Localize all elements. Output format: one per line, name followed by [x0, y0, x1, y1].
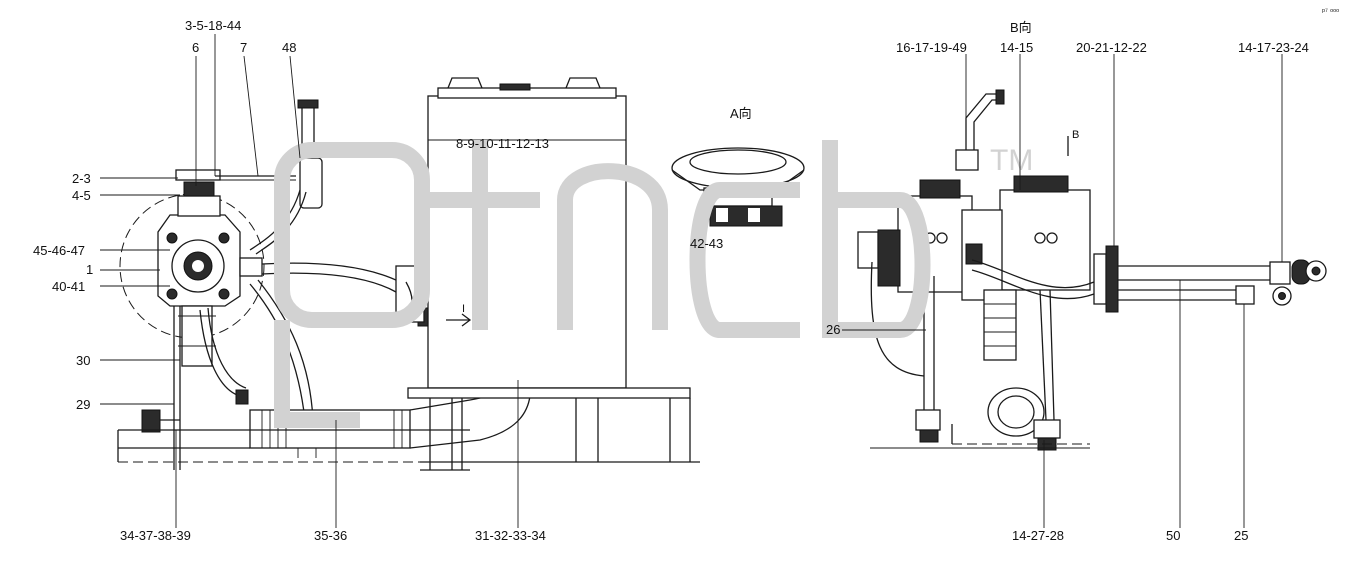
- pump-flywheel-assembly: [119, 169, 265, 470]
- callout-4-5: 4-5: [72, 188, 91, 203]
- callout-view-a: A向: [730, 106, 752, 121]
- double-pump-assembly: [857, 89, 1327, 451]
- callout-45-46-47: 45-46-47: [33, 243, 85, 258]
- direction-mark-b: B: [1072, 129, 1079, 141]
- callout-16-17-19-49: 16-17-19-49: [896, 40, 967, 55]
- callout-34-37-38-39: 34-37-38-39: [120, 528, 191, 543]
- callout-26: 26: [826, 322, 840, 337]
- callout-8-13: 8-9-10-11-12-13: [456, 136, 549, 151]
- callout-30: 30: [76, 353, 90, 368]
- callout-view-b: B向: [1010, 20, 1032, 35]
- callout-3-5-18-44: 3-5-18-44: [185, 18, 241, 33]
- hydraulic-tank: [395, 77, 700, 471]
- watermark-mark: TM: [990, 144, 1033, 177]
- callout-2-3: 2-3: [72, 171, 91, 186]
- callout-14-27-28: 14-27-28: [1012, 528, 1064, 543]
- leader-lines: [100, 34, 1283, 528]
- callout-20-21-12-22: 20-21-12-22: [1076, 40, 1147, 55]
- watermark: TM: [274, 140, 1033, 428]
- section-mark-i: I: [462, 303, 465, 315]
- callout-1: 1: [86, 262, 93, 277]
- callout-14-15: 14-15: [1000, 40, 1033, 55]
- callout-35-36: 35-36: [314, 528, 347, 543]
- callout-6: 6: [192, 40, 199, 55]
- callout-48: 48: [282, 40, 296, 55]
- callout-labels: 3-5-18-44 6 7 48 2-3 4-5 45-46-47 1 40-4…: [33, 7, 1339, 543]
- callout-50: 50: [1166, 528, 1180, 543]
- callout-40-41: 40-41: [52, 279, 85, 294]
- callout-25: 25: [1234, 528, 1248, 543]
- callout-42-43: 42-43: [690, 236, 723, 251]
- callout-14-17-23-24: 14-17-23-24: [1238, 40, 1309, 55]
- page-corner-mark: ᵖ⁷ ᵒᵒᵒ: [1322, 7, 1339, 16]
- callout-31-32-33-34: 31-32-33-34: [475, 528, 546, 543]
- callout-7: 7: [240, 40, 247, 55]
- callout-29: 29: [76, 397, 90, 412]
